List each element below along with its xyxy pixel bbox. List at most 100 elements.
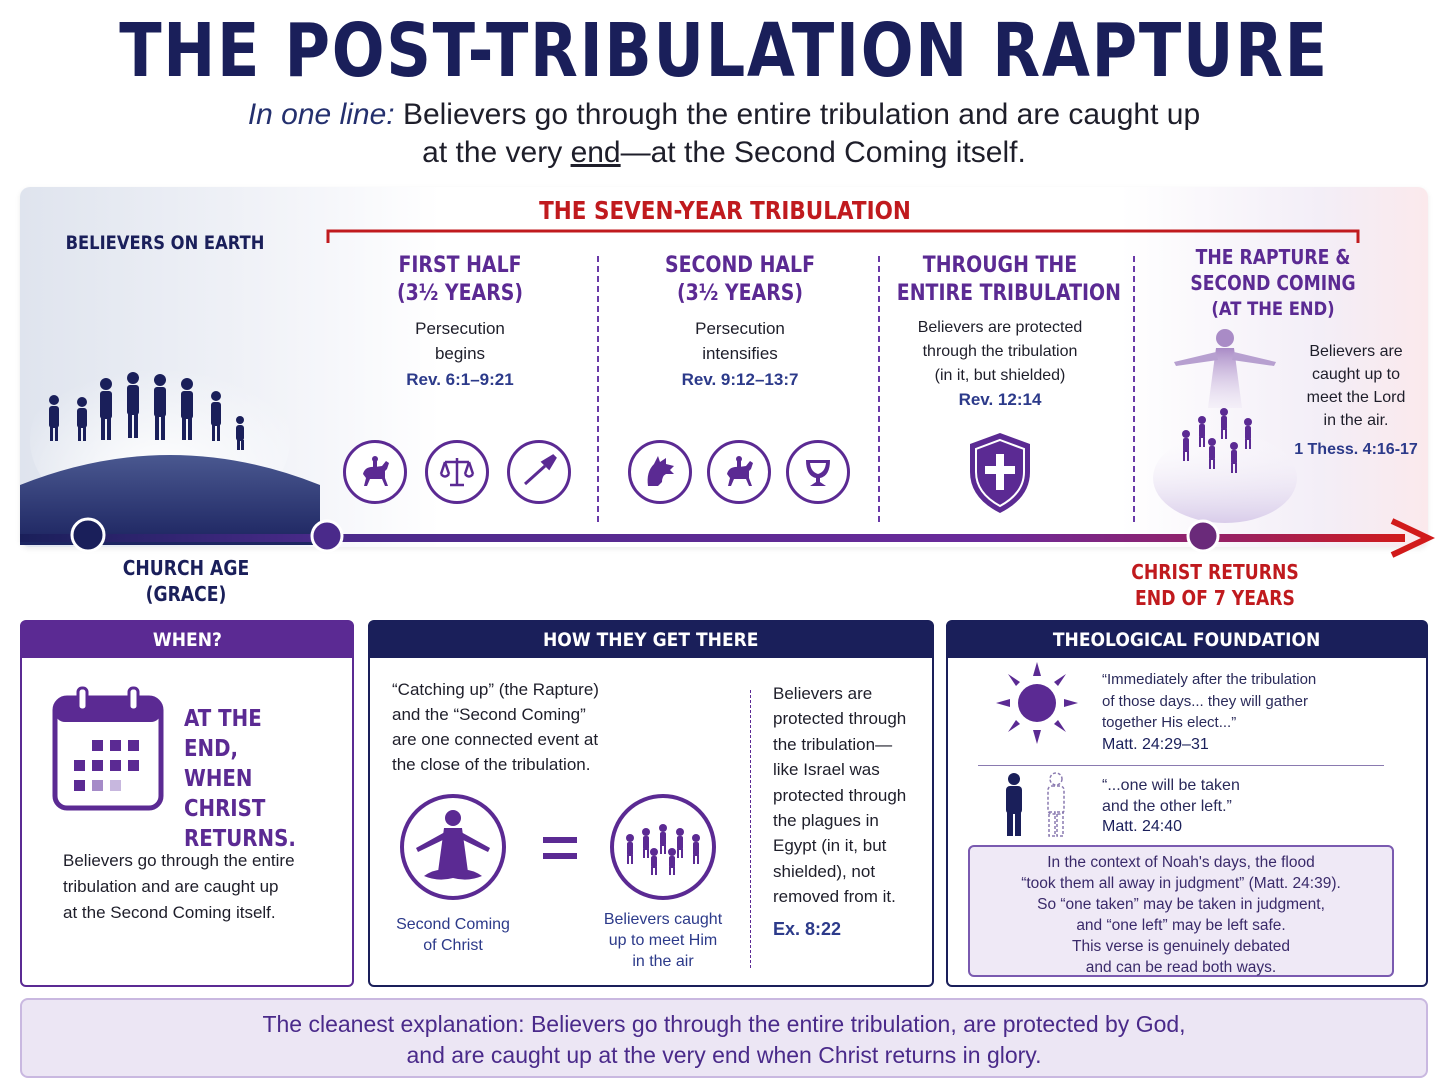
section-title: (3½ YEARS) — [676, 281, 804, 306]
believers-on-earth-label: BELIEVERS ON EARTH — [65, 232, 265, 254]
section-rapture-title: THE RAPTURE & SECOND COMING (AT THE END) — [1160, 244, 1386, 322]
section-desc: in the air. — [1323, 412, 1389, 429]
note-line: This verse is genuinely debated — [1072, 938, 1290, 955]
christ-returns-line: END OF 7 YEARS — [1135, 586, 1295, 610]
section-through-tribulation: THROUGH THE ENTIRE TRIBULATION Believers… — [880, 252, 1121, 410]
caption-line: of Christ — [423, 937, 483, 954]
foundation-ref-1: Matt. 24:29–31 — [1102, 736, 1209, 753]
section-ref: Rev. 9:12–13:7 — [681, 370, 799, 389]
how-side-text: Believers are protected through the trib… — [773, 681, 923, 910]
quote-line: of those days... they will gather — [1102, 692, 1308, 710]
how-side-line: protected through — [773, 785, 907, 805]
caption-line: up to meet Him — [608, 932, 718, 949]
note-line: So “one taken” may be taken in judgment, — [1037, 896, 1325, 913]
subtitle-lead: In one line: — [247, 98, 395, 131]
note-line: and “one left” may be left safe. — [1076, 917, 1286, 934]
believers-on-earth-illustration — [20, 370, 320, 545]
section-rapture-desc: Believers are caught up to meet the Lord… — [1296, 340, 1416, 432]
note-line: In the context of Noah's days, the flood — [1047, 854, 1315, 871]
church-age-label: CHURCH AGE (GRACE) — [91, 555, 280, 607]
foundation-quote-1: “Immediately after the tribulation of th… — [1102, 669, 1412, 734]
section-title: (AT THE END) — [1211, 298, 1335, 320]
quote-line: and the other left.” — [1102, 798, 1232, 815]
summary-footer: The cleanest explanation: Believers go t… — [20, 998, 1428, 1078]
section-desc: begins — [434, 344, 486, 363]
section-desc: caught up to — [1311, 366, 1401, 383]
footer-line: The cleanest explanation: Believers go t… — [262, 1011, 1186, 1037]
when-body-line: Believers go through the entire — [63, 851, 295, 870]
second-coming-icon — [400, 794, 506, 900]
section-desc: Persecution — [415, 319, 505, 338]
rapture-illustration — [1153, 329, 1297, 523]
section-second-half: SECOND HALF (3½ YEARS) Persecution inten… — [620, 252, 860, 390]
when-header-label: WHEN? — [152, 629, 222, 651]
second-coming-caption: Second Coming of Christ — [380, 914, 526, 956]
quote-line: “Immediately after the tribulation — [1102, 671, 1317, 688]
tribulation-bracket — [326, 229, 1360, 243]
foundation-header: THEOLOGICAL FOUNDATION — [948, 622, 1426, 658]
quote-line: together His elect...” — [1102, 714, 1237, 731]
caption-line: in the air — [632, 953, 694, 970]
how-side-line: removed from it. — [773, 887, 896, 907]
timeline-node — [70, 517, 106, 553]
caption-line: Believers caught — [603, 911, 723, 928]
timeline-bar — [20, 517, 1435, 558]
section-ref: 1 Thess. 4:16-17 — [1294, 441, 1418, 458]
when-body: Believers go through the entire tribulat… — [63, 848, 343, 926]
horse-rider-icon — [707, 440, 771, 504]
how-intro-line: the close of the tribulation. — [392, 755, 591, 774]
foundation-header-label: THEOLOGICAL FOUNDATION — [1053, 629, 1321, 651]
how-header: HOW THEY GET THERE — [370, 622, 932, 658]
one-taken-one-left-icon — [1006, 772, 1065, 837]
section-title: THE RAPTURE & — [1195, 245, 1351, 269]
people-silhouettes-icon — [49, 372, 244, 450]
footer-line: and are caught up at the very end when C… — [406, 1042, 1042, 1068]
how-side-line: the plagues in — [773, 811, 879, 831]
section-title: SECOND COMING — [1190, 271, 1356, 295]
when-body-line: tribulation and are caught up — [63, 877, 279, 896]
section-desc: meet the Lord — [1306, 389, 1406, 406]
how-side-line: Believers are — [773, 684, 873, 703]
believers-caught-up-icon — [610, 794, 716, 900]
timeline-node — [1186, 519, 1220, 553]
equals-icon — [543, 837, 577, 859]
subtitle-line-1: Believers go through the entire tribulat… — [394, 98, 1201, 131]
horse-rider-icon — [343, 440, 407, 504]
when-body-line: at the Second Coming itself. — [63, 903, 276, 922]
section-divider — [1133, 256, 1135, 522]
section-title: THROUGH THE — [922, 253, 1078, 278]
section-divider — [878, 256, 880, 522]
section-desc: (in it, but shielded) — [934, 367, 1066, 384]
foundation-ref-2: Matt. 24:40 — [1102, 818, 1183, 835]
section-title: ENTIRE TRIBULATION — [896, 281, 1121, 306]
section-desc: intensifies — [702, 344, 778, 363]
dragon-icon — [628, 440, 692, 504]
section-ref: Rev. 6:1–9:21 — [406, 370, 514, 389]
foundation-divider — [978, 765, 1384, 766]
how-intro-line: and the “Second Coming” — [392, 705, 586, 724]
subtitle-line-2b: —at the Second Coming itself. — [620, 136, 1026, 169]
section-ref: Rev. 12:14 — [958, 390, 1042, 409]
how-side-line: protected through — [773, 709, 907, 729]
when-header: WHEN? — [22, 622, 352, 658]
christ-figure-icon — [1174, 329, 1276, 408]
page-subtitle: In one line: Believers go through the en… — [224, 96, 1224, 172]
how-header-label: HOW THEY GET THERE — [543, 629, 759, 651]
calendar-icon — [52, 686, 164, 811]
section-first-half: FIRST HALF (3½ YEARS) Persecution begins… — [340, 252, 580, 390]
note-line: “took them all away in judgment” (Matt. … — [1021, 875, 1341, 892]
believers-caught-up-caption: Believers caught up to meet Him in the a… — [590, 909, 736, 972]
caption-line: Second Coming — [396, 916, 510, 933]
how-side-line: Egypt (in it, but — [773, 836, 887, 856]
how-divider — [750, 690, 751, 968]
quote-line: “...one will be taken — [1102, 777, 1240, 794]
how-side-line: shielded), not — [773, 861, 876, 881]
shield-cross-icon — [970, 433, 1030, 513]
section-desc: Persecution — [695, 319, 785, 338]
section-desc: Believers are protected — [917, 319, 1083, 336]
section-desc: Believers are — [1309, 343, 1403, 360]
how-side-line: the tribulation— — [773, 734, 893, 754]
section-title: SECOND HALF — [664, 253, 816, 278]
subtitle-underlined-word: end — [570, 136, 621, 169]
section-title: (3½ YEARS) — [396, 281, 524, 306]
